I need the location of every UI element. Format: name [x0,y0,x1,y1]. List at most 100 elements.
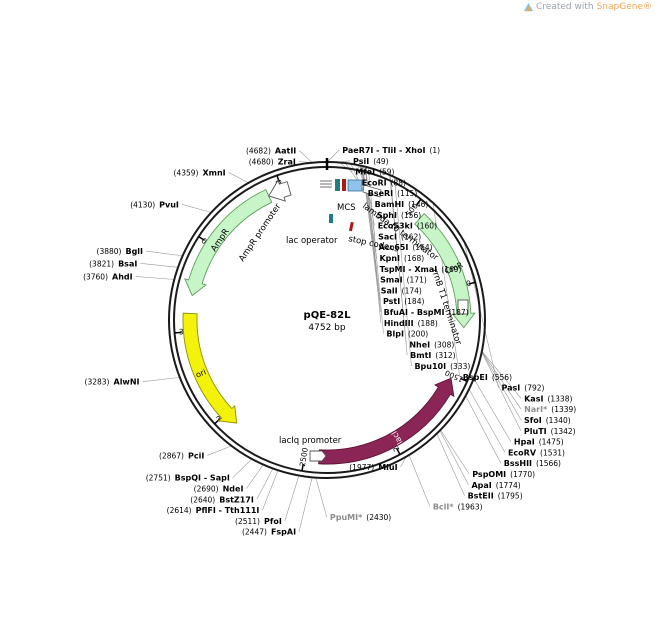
site-leader [142,377,180,383]
site-label: PluTI (1342) [524,427,576,436]
site-label: EcoRI(88) [362,178,406,187]
snapgene-watermark: Created with SnapGene® [524,2,652,12]
site-label: HpaI(1475) [514,438,564,447]
site-position: (1339) [551,405,576,414]
tick-mark [468,281,476,285]
site-leader [473,378,512,442]
stop-codon-mark [342,179,346,191]
site-position: (1475) [539,438,564,447]
site-label: BamHI(146) [375,200,429,209]
site-name: EcoRV [508,448,537,457]
feature-ori [182,312,238,424]
site-label: PsiI(49) [353,157,389,166]
site-leader [439,430,469,485]
site-label: BlpI(200) [386,330,428,339]
site-name: MluI [378,463,397,472]
site-name: SfoI [524,416,542,425]
site-position: (1342) [551,427,576,436]
site-label: (2751)BspQI - SapI [146,474,230,483]
site-label: Eco53kI(160) [378,222,437,231]
site-name: PspOMI [472,470,506,479]
site-name: EcoRI [362,178,387,187]
site-name: PluTI [524,427,547,436]
site-name: BlpI [386,330,404,339]
site-label: (2511)PfoI [235,517,282,526]
site-label: (2614)PflFI - Tth111I [167,506,260,515]
site-label: KasI(1338) [524,394,572,403]
site-name: PflFI - Tth111I [196,506,260,515]
site-name: PstI [383,297,400,306]
site-position: (1340) [546,416,571,425]
site-position: (1963) [458,502,483,511]
site-position: (4359) [174,168,199,177]
site-leader [345,162,359,183]
site-position: (2430) [366,513,391,522]
site-leader [481,351,522,410]
site-name: ApaI [471,481,491,490]
site-name: AhdI [112,272,133,281]
site-leader [481,351,522,431]
site-position: (1531) [540,448,565,457]
tick-mark [276,175,280,183]
site-name: SacI [378,232,397,241]
site-label: NheI(308) [409,340,454,349]
tick-mark [198,235,206,242]
site-label: (3821)BsaI [89,259,137,268]
feature-cmr [414,213,476,329]
site-name: PasI [501,384,520,393]
laciq-promoter-label: lacIq promoter [279,436,342,446]
site-leader [394,177,412,367]
site-name: Eco53kI [378,222,413,231]
site-position: (2447) [242,528,267,537]
site-leader [465,395,502,464]
site-name: BfuAI - BspMI [384,308,445,317]
site-label: (4359)XmnI [174,168,226,177]
site-position: (3880) [97,247,122,256]
watermark-brand: SnapGene® [596,2,652,12]
site-name: NheI [409,340,430,349]
site-label: SphI(156) [377,211,421,220]
restriction-site-labels: PaeR7I - TliI - XhoI(1)PsiI(49)MfeI(59)E… [83,146,576,537]
site-name: ZraI [278,158,296,167]
site-leader [262,470,279,511]
site-label: TspMI - XmaI(169) [380,265,462,274]
tick-mark [214,418,221,425]
site-position: (1795) [498,492,523,501]
site-name: SalI [381,286,398,295]
site-leader [481,351,522,421]
site-leader [436,433,465,496]
tick-mark [416,198,422,206]
site-name: BseRI [368,189,393,198]
site-name: PaeR7I - TliI - XhoI [342,146,425,155]
site-label: NarI*(1339) [524,405,576,414]
site-leader [468,389,506,453]
site-label: BssHII(1566) [504,459,561,468]
site-leader [256,468,274,500]
tick-mark [301,463,304,472]
site-leader [326,149,340,163]
site-position: (188) [418,319,438,328]
site-label: PpuMI*(2430) [330,513,391,522]
site-label: (2640)BstZ17I [190,495,254,504]
site-position: (169) [441,265,461,274]
site-leader [400,456,407,468]
site-label: BseRI(115) [368,189,418,198]
plasmid-name: pQE-82L [304,310,352,321]
site-leader [145,250,183,257]
site-label: BclI*(1963) [433,502,483,511]
site-label: BmtI(312) [410,351,455,360]
site-label: (2447)FspAI [242,528,296,537]
site-name: PciI [188,451,204,460]
site-label: PasI(792) [501,384,544,393]
lac-operator-marker-lower [329,214,333,223]
laciq-promoter-arrow [309,450,327,462]
site-position: (164) [412,243,432,252]
site-leader [246,464,264,489]
site-position: (3821) [89,259,114,268]
mcs-label: MCS [337,203,356,213]
lac-operator-mark [335,179,340,191]
site-position: (3283) [85,378,110,387]
site-label: PspOMI(1770) [472,470,535,479]
site-leader [140,263,179,268]
site-position: (2640) [190,495,215,504]
